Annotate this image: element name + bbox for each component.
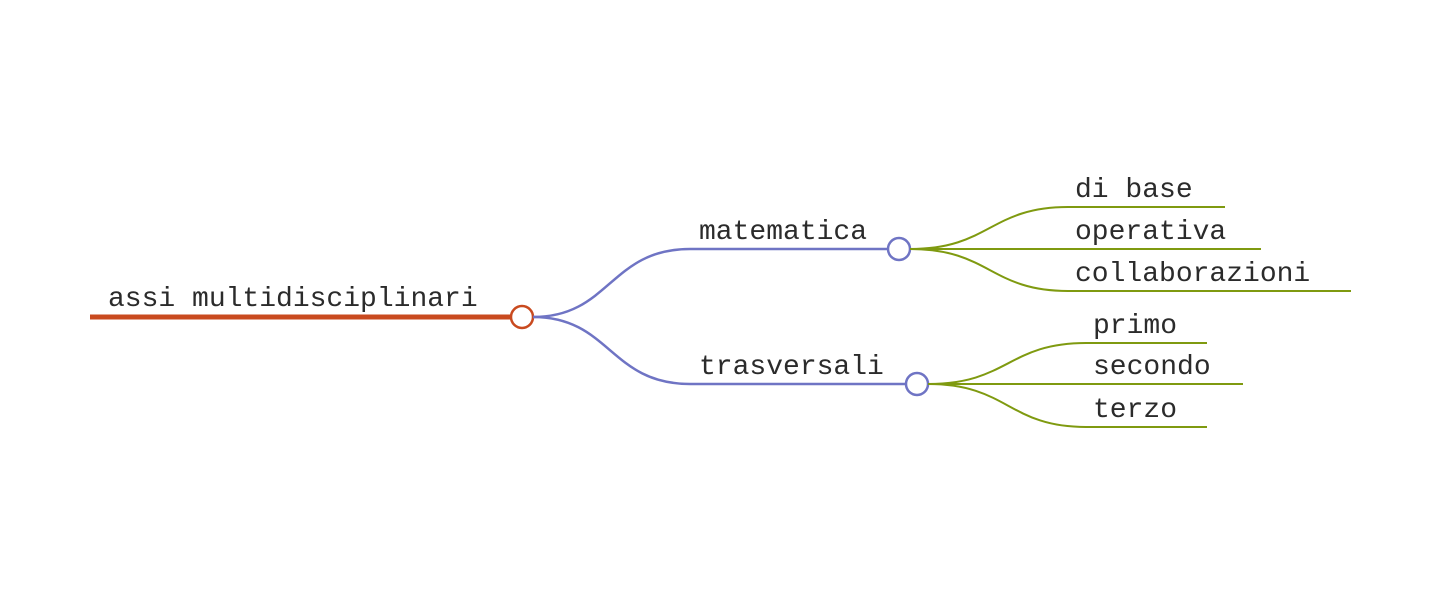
leaf-node-di-base[interactable]: di base (1068, 175, 1225, 208)
root-label: assi multidisciplinari (108, 284, 478, 315)
leaf-node-primo[interactable]: primo (1086, 311, 1207, 344)
leaf-label-collaborazioni: collaborazioni (1075, 259, 1310, 290)
leaf-node-terzo[interactable]: terzo (1086, 395, 1207, 428)
branch-label-matematica: matematica (699, 217, 867, 248)
connector-matematica-collaborazioni (909, 248, 1069, 292)
branch-label-trasversali: trasversali (699, 352, 884, 383)
root-collapse-circle[interactable] (509, 304, 535, 330)
connector-trasversali-terzo (927, 383, 1087, 428)
branch-node-trasversali[interactable]: trasversali (690, 352, 930, 397)
leaf-label-terzo: terzo (1093, 395, 1177, 426)
leaf-node-operativa[interactable]: operativa (1068, 217, 1261, 250)
leaf-node-secondo[interactable]: secondo (1086, 352, 1243, 385)
branch-collapse-circle-matematica[interactable] (886, 236, 912, 262)
connector-trasversali-primo (927, 342, 1087, 385)
leaf-node-collaborazioni[interactable]: collaborazioni (1068, 259, 1351, 292)
connector-matematica-di-base (909, 206, 1069, 250)
connector-root-trasversali (532, 315, 691, 386)
connector-root-matematica (532, 247, 691, 319)
leaf-label-di-base: di base (1075, 175, 1193, 206)
leaf-label-primo: primo (1093, 311, 1177, 342)
leaf-label-secondo: secondo (1093, 352, 1211, 383)
branch-node-matematica[interactable]: matematica (690, 217, 912, 262)
leaf-label-operativa: operativa (1075, 217, 1226, 248)
root-node[interactable]: assi multidisciplinari (90, 284, 535, 330)
branch-collapse-circle-trasversali[interactable] (904, 371, 930, 397)
